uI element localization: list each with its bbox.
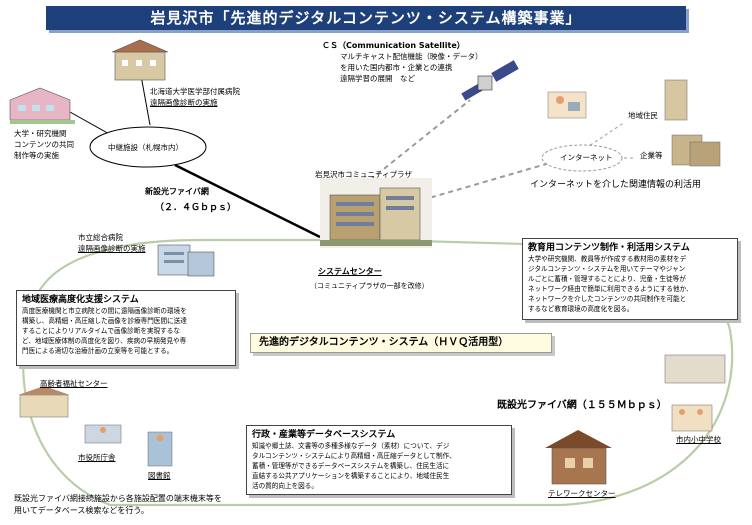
new-fiber-label: 新設光ファイバ網 （２．４Ｇｂｐｓ） [145,187,237,213]
system-center-building-icon [320,178,432,248]
internet-user-company-icon [664,79,721,167]
internet-caption: インターネットを介した関連情報の利活用 [530,180,702,190]
internet-label: インターネット [560,153,613,162]
center-system-label: 先進的デジタルコンテンツ・システム（ＨＶＱ活用型） [250,333,552,353]
new-fiber-line [174,163,321,239]
internet-user-residents: 地域住民 [628,111,658,120]
cs-line2: を用いた国内都市・企業との連携 [340,63,453,72]
system-center-sub: （コミュニティプラザの一部を改修） [310,282,429,290]
link-satellite [369,99,471,181]
university-building-icon [9,87,75,124]
city-hospital-icon [157,244,215,277]
medical-system-body: 高度医療機関と市立病院との間に遠隔画像診断の環境を 構築し、高精細・高圧縮した画… [22,307,187,355]
community-plaza-label: 岩見沢市コミュニティプラザ [315,170,413,179]
cs-line1: マルチキャスト配信機能（映像・データ） [340,52,483,61]
page-title: 岩見沢市「先進的デジタルコンテンツ・システム構築事業」 [46,6,686,30]
medical-system-box: 地域医療高度化支援システム 高度医療機関と市立病院との間に遠隔画像診断の環境を … [16,290,236,366]
relay-center-label: 中継施設（札幌市内） [108,143,183,152]
internet-user-home-icon [547,91,587,119]
education-system-title: 教育用コンテンツ制作・利活用システム [528,243,690,253]
relay-center-ellipse [89,126,207,168]
hokkaido-hospital-label: 北海道大学医学部付属病院 遠隔画像診断の実施 [150,87,240,107]
internet-ellipse [541,144,623,172]
education-system-body: 大学や研究機関、教員等が作成する教材用の素材をデ ジタルコンテンツ・システムを用… [528,255,693,313]
welfare-center-icon [18,386,70,418]
education-system-box: 教育用コンテンツ制作・利活用システム 大学や研究機関、教員等が作成する教材用の素… [522,238,738,320]
satellite-icon [461,60,519,101]
admin-database-box: 行政・産業等データベースシステム 知識や郷土誌、文書等の多種多様なデータ（素材）… [246,425,512,495]
welfare-center-label: 高齢者福祉センター [40,379,108,388]
medical-system-title: 地域医療高度化支援システム [22,295,139,305]
existing-fiber-loop [22,238,734,507]
admin-database-body: 知識や郷土誌、文書等の多種多様なデータ（素材）について、デジ タルコンテンツ・シ… [252,442,456,490]
system-center-label: システムセンター [318,267,382,276]
university-label: 大学・研究機関 コンテンツの共同 制作等の実施 [14,129,74,160]
cs-title: ＣＳ（Communication Satellite） [322,41,465,50]
cs-line3: 遠隔学習の展開 など [340,74,415,83]
cs-block: ＣＳ（Communication Satellite） マルチキャスト配信機能（… [322,40,483,84]
bottom-note: 既設光ファイバ網接続施設から各施設配置の端末機末等を 用いてデータベース検索など… [14,494,222,515]
city-hospital-label: 市立総合病院 遠隔画像診断の実施 [78,233,146,253]
city-hall-icon [84,424,122,444]
school-icon [664,354,726,432]
hokkaido-hospital-icon [111,39,169,81]
library-label: 図書館 [148,471,171,480]
school-label: 市内小中学校 [676,435,721,444]
internet-user-companies: 企業等 [640,151,663,160]
city-hall-label: 市役所庁舎 [78,453,116,462]
telework-center-label: テレワークセンター [548,489,616,498]
telework-center-icon [545,430,612,485]
existing-fiber-label: 既設光ファイバ網（１５５Ｍｂｐｓ） [497,400,667,411]
admin-database-title: 行政・産業等データベースシステム [252,430,396,440]
library-icon [147,431,173,467]
